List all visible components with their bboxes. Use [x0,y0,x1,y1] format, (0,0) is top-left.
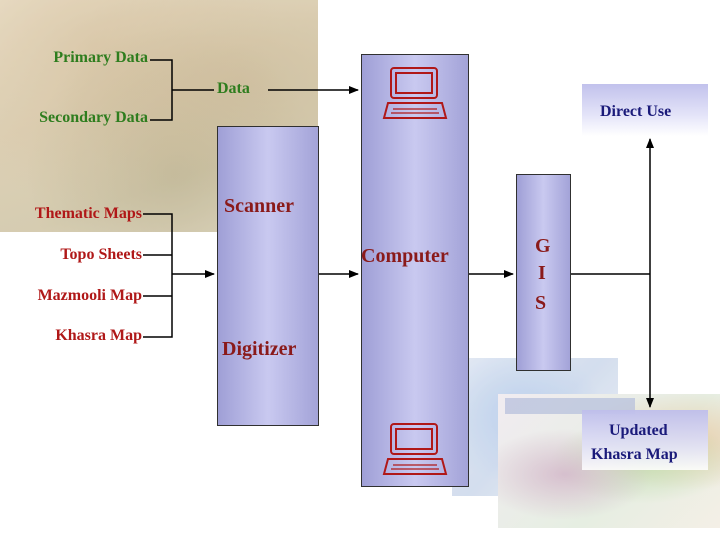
label-thematic-maps: Thematic Maps [34,205,142,222]
gis-letter-s: S [535,292,547,314]
label-data: Data [217,80,250,97]
computer-icon [382,67,448,119]
label-updated: Updated [609,422,668,439]
label-topo-sheets: Topo Sheets [60,246,142,263]
label-secondary-data: Secondary Data [39,109,148,126]
gis-letter-g: G [535,235,551,257]
label-khasra-map-output: Khasra Map [591,446,678,463]
maps-bracket [143,213,173,338]
computer-box [361,54,469,487]
primary-secondary-bracket [150,59,173,121]
scanner-digitizer-box [217,126,319,426]
digitizer-label: Digitizer [222,338,297,360]
label-primary-data: Primary Data [53,49,148,66]
scanner-label: Scanner [224,195,294,217]
label-direct-use: Direct Use [600,103,672,120]
label-khasra-map: Khasra Map [55,327,142,344]
updated-khasra-box [582,410,708,470]
label-mazmooli-map: Mazmooli Map [37,287,142,304]
gis-letter-i: I [538,262,546,284]
computer-icon [382,423,448,475]
gis-box [516,174,571,371]
direct-use-box [582,84,708,136]
computer-label: Computer [361,245,449,267]
